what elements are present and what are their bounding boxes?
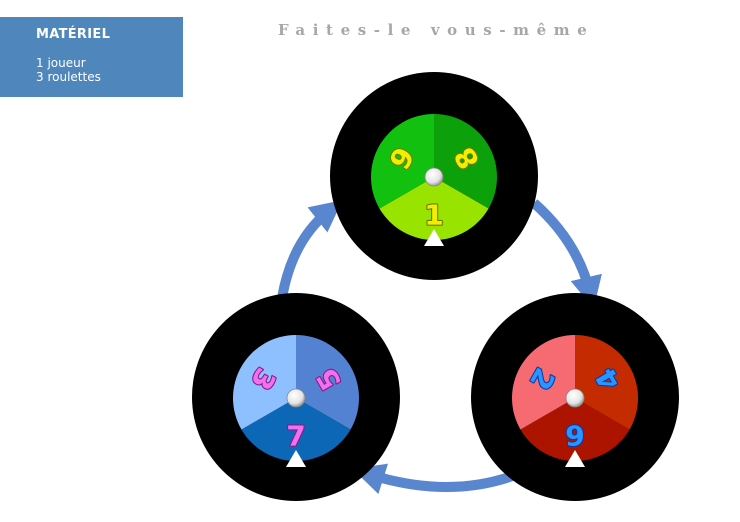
wheel-green-label-1: 1	[424, 199, 443, 232]
wheel-blue[interactable]: 5 7 3	[192, 293, 400, 501]
materiel-title: MATÉRIEL	[36, 27, 111, 42]
materiel-item-players: 1 joueur	[36, 56, 86, 70]
wheel-blue-hub	[286, 388, 306, 408]
wheel-blue-segment-3[interactable]	[232, 335, 296, 430]
wheel-blue-segment-7[interactable]	[241, 398, 351, 462]
wheel-red-segment-4[interactable]	[575, 335, 639, 430]
wheel-red-pointer	[565, 450, 585, 467]
wheel-green[interactable]: 8 1 6	[330, 72, 538, 280]
wheel-green-hub	[424, 167, 444, 187]
wheel-blue-segment-5[interactable]	[296, 335, 360, 430]
arrow-blue-to-green	[277, 200, 343, 299]
wheel-red[interactable]: 4 9 2	[471, 293, 679, 501]
arrow-red-to-blue	[352, 463, 520, 495]
materiel-item-wheels: 3 roulettes	[36, 70, 101, 84]
wheel-red-label-9: 9	[565, 420, 584, 453]
materiel-panel: MATÉRIEL 1 joueur 3 roulettes	[0, 17, 183, 97]
wheel-green-segment-1[interactable]	[379, 177, 489, 241]
wheel-blue-label-7: 7	[286, 420, 305, 453]
wheel-green-segment-6[interactable]	[370, 114, 434, 209]
wheel-red-hub	[565, 388, 585, 408]
wheel-green-segment-8[interactable]	[434, 113, 498, 209]
wheel-red-segment-2[interactable]	[511, 335, 575, 430]
wheel-red-segment-9[interactable]	[520, 398, 630, 462]
page-title: Faites-le vous-même	[278, 21, 595, 39]
arrow-green-to-red	[530, 199, 602, 309]
wheel-blue-pointer	[286, 450, 306, 467]
wheel-green-pointer	[424, 229, 444, 246]
